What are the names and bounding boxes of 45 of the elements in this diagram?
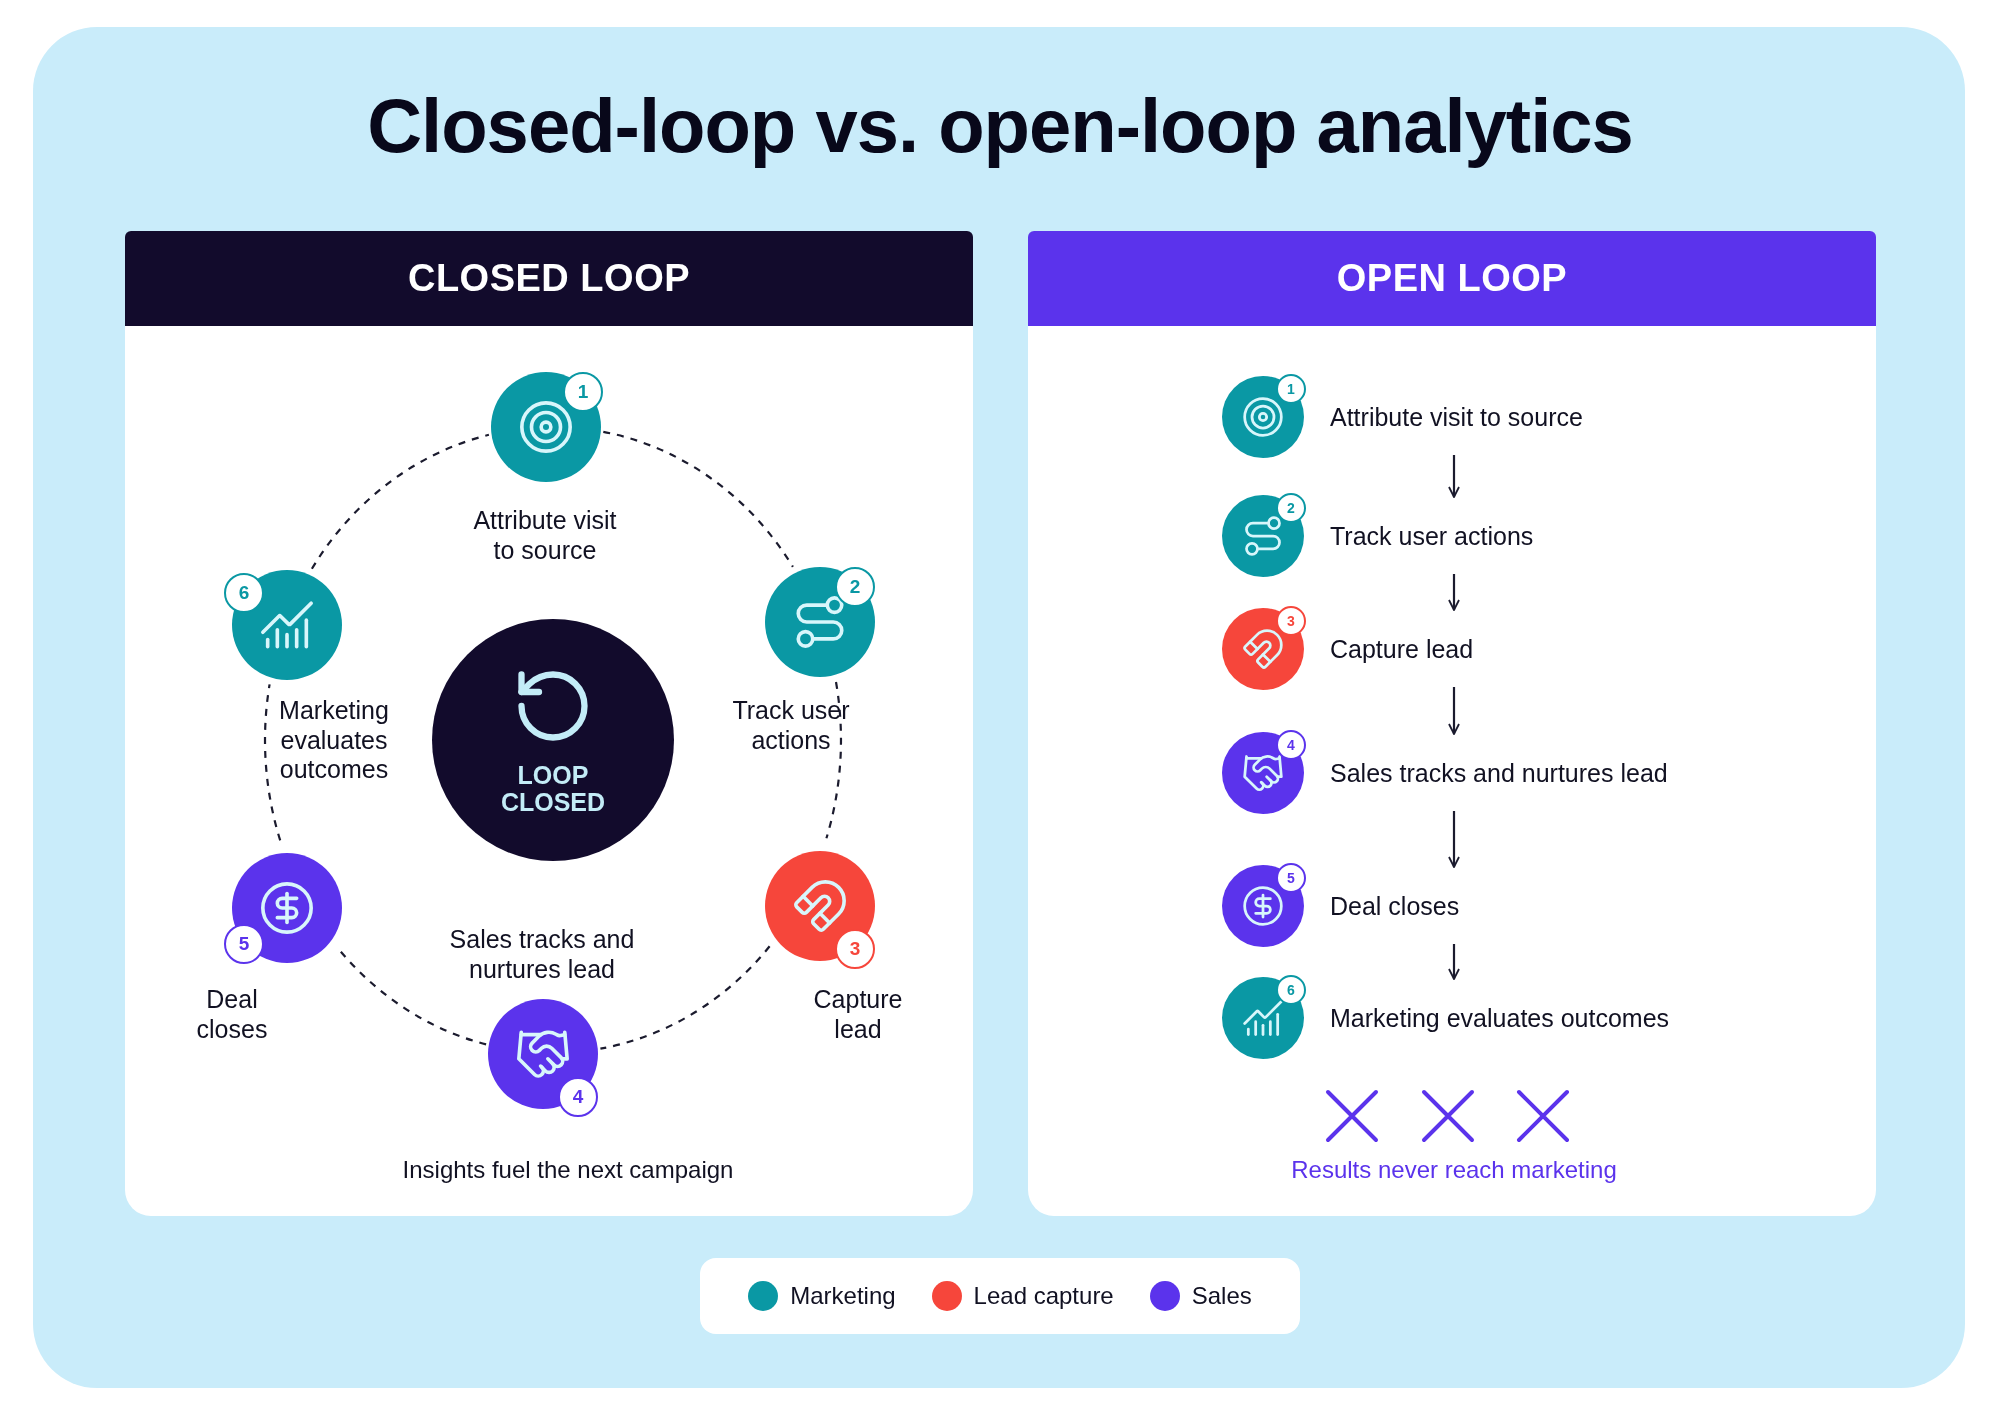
step-number: 6: [1276, 975, 1306, 1005]
step-number: 3: [1276, 606, 1306, 636]
dashed-connector: [825, 681, 842, 839]
arrow: [1448, 811, 1460, 868]
step-number: 1: [1276, 374, 1306, 404]
step-label: Capture lead: [812, 984, 904, 1044]
panel-card: [125, 231, 973, 1216]
step-label: Track user actions: [1330, 521, 1534, 551]
step-number: 4: [558, 1077, 598, 1117]
dashed-connector: [264, 684, 282, 841]
step-number: 6: [224, 573, 264, 613]
step-number: 3: [835, 929, 875, 969]
step-label: Deal closes: [195, 984, 269, 1044]
legend-label: Sales: [1191, 1282, 1252, 1310]
arrow: [1448, 687, 1460, 735]
note-text: Insights fuel the next campaign: [402, 1156, 734, 1184]
step-number: 2: [835, 567, 875, 607]
step-number: 5: [1276, 863, 1306, 893]
step-number: 2: [1276, 493, 1306, 523]
panel-card: [1028, 231, 1876, 1216]
step-label: Sales tracks and nurtures lead: [1330, 758, 1668, 788]
step-label: Sales tracks and nurtures lead: [448, 924, 636, 984]
diagram-title: Closed-loop vs. open-loop analytics: [366, 82, 1634, 169]
arrow: [1448, 574, 1460, 611]
arrow: [1448, 455, 1460, 498]
step-label: Capture lead: [1330, 634, 1474, 664]
step-number: 1: [563, 372, 603, 412]
note-text: Results never reach marketing: [1291, 1156, 1617, 1184]
dashed-connector: [603, 430, 794, 568]
panel-header: OPEN LOOP: [1028, 231, 1876, 326]
panel-header: CLOSED LOOP: [125, 231, 973, 326]
step-label: Attribute visit to source: [1330, 402, 1583, 432]
center-label: LOOP CLOSED: [499, 761, 607, 817]
step-label: Track user actions: [731, 695, 851, 755]
dashed-connector: [600, 945, 771, 1050]
step-label: Marketing evaluates outcomes: [278, 695, 390, 785]
step-number: 5: [224, 924, 264, 964]
step-number: 4: [1276, 730, 1306, 760]
legend-label: Lead capture: [973, 1282, 1114, 1310]
step-label: Marketing evaluates outcomes: [1330, 1003, 1670, 1033]
step-label: Attribute visit to source: [472, 505, 618, 565]
step-label: Deal closes: [1330, 891, 1460, 921]
legend-label: Marketing: [790, 1282, 896, 1310]
arrow: [1448, 944, 1460, 980]
dashed-connector: [311, 433, 490, 570]
